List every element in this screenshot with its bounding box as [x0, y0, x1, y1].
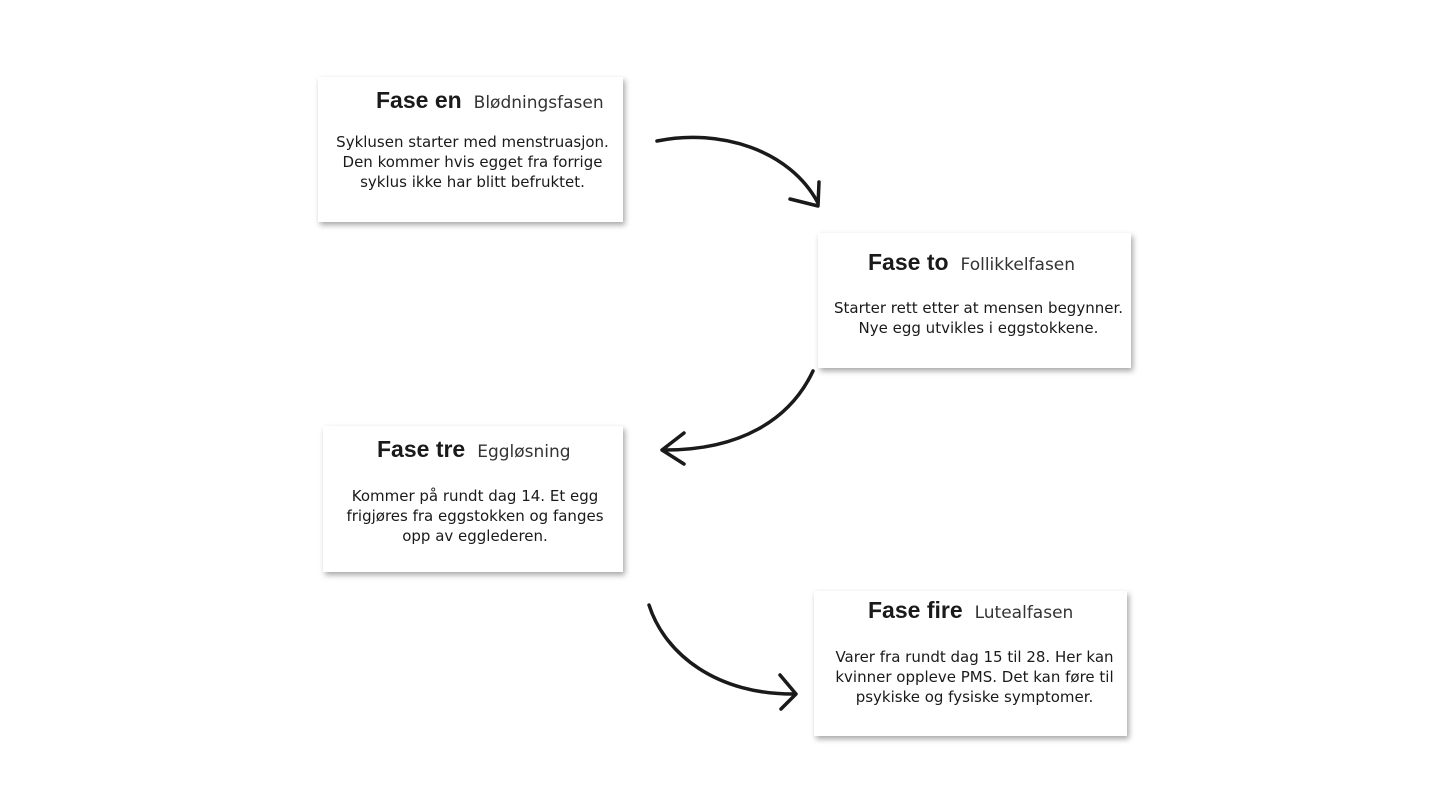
curved-arrow-icon	[660, 369, 815, 466]
phase-description: Syklusen starter med menstruasjon. Den k…	[336, 133, 609, 191]
phase-title: Fase tre	[377, 436, 466, 462]
phase-card-4: Fase fire Lutealfasen Varer fra rundt dag…	[814, 591, 1127, 736]
phase-title: Fase to	[868, 249, 949, 275]
curved-arrow-icon	[655, 135, 821, 208]
torn-paper-background	[323, 426, 623, 572]
torn-paper-background	[818, 233, 1131, 368]
phase-name: Follikkelfasen	[960, 255, 1076, 275]
phase-description: Starter rett etter at mensen begynner. N…	[833, 299, 1123, 337]
phase-description: Varer fra rundt dag 15 til 28. Her kan k…	[835, 648, 1114, 706]
phase-card-1: Fase en Blødningsfasen Syklusen starter m…	[318, 77, 623, 222]
phase-card-3: Fase tre Eggløsning Kommer på rundt dag 1…	[323, 426, 623, 572]
phase-name: Eggløsning	[477, 442, 571, 462]
torn-paper-background	[814, 591, 1127, 736]
phase-description: Kommer på rundt dag 14. Et egg frigjøres…	[346, 487, 604, 545]
phase-heading: Fase to Follikkelfasen	[868, 249, 1075, 276]
phase-title: Fase fire	[868, 597, 963, 623]
phase-name: Blødningsfasen	[473, 93, 604, 113]
phase-name: Lutealfasen	[974, 603, 1074, 623]
phase-heading: Fase tre Eggløsning	[377, 436, 571, 463]
phase-heading: Fase fire Lutealfasen	[868, 597, 1073, 624]
phase-card-2: Fase to Follikkelfasen Starter rett etter…	[818, 233, 1131, 368]
phase-title: Fase en	[376, 87, 462, 113]
torn-paper-background	[318, 77, 623, 222]
curved-arrow-icon	[647, 603, 798, 711]
phase-heading: Fase en Blødningsfasen	[376, 87, 604, 114]
